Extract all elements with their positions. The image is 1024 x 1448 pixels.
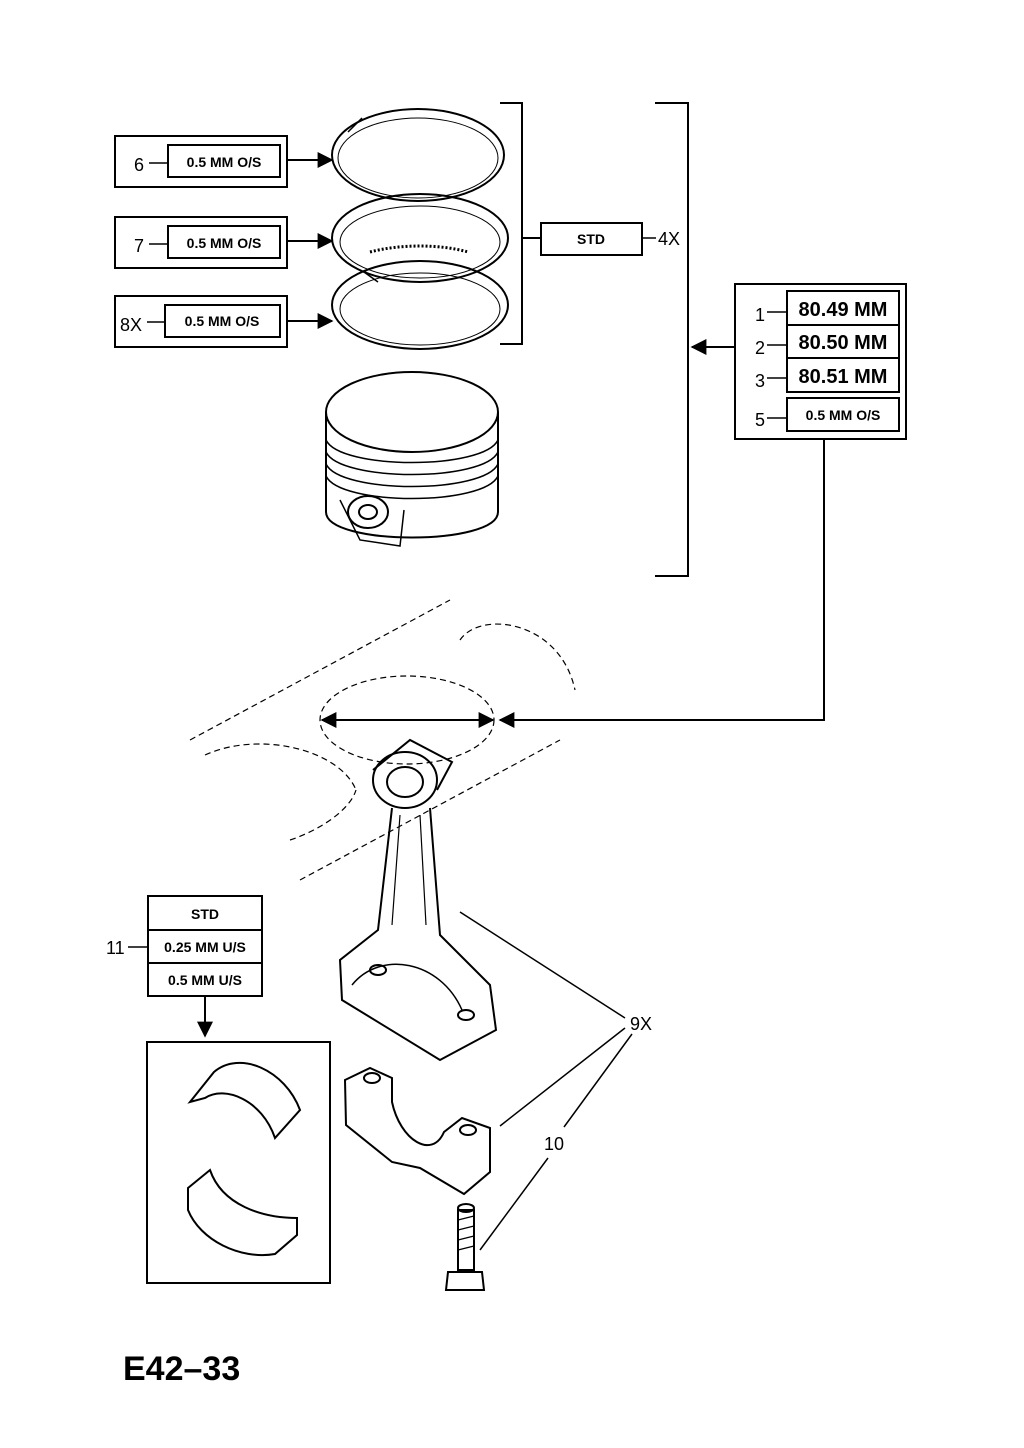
piston-size-spec-3: 80.51 MM bbox=[799, 366, 888, 388]
spec-label: 0.5 MM O/S bbox=[185, 313, 260, 329]
bearing-ref: 11 bbox=[106, 938, 125, 958]
ring-set-qty: 4X bbox=[658, 229, 680, 249]
diagram-code: E42–33 bbox=[123, 1350, 240, 1388]
piston-size-ref-3: 3 bbox=[755, 371, 765, 391]
bore-leader-line bbox=[498, 439, 825, 728]
piston-size-ref-5: 5 bbox=[755, 410, 765, 430]
piston-rings-illustration bbox=[331, 108, 509, 350]
bolt-ref: 10 bbox=[544, 1134, 564, 1154]
ring-callout-6: 6 0.5 MM O/S bbox=[114, 135, 334, 188]
piston-assembly-bracket bbox=[655, 102, 689, 577]
piston-size-ref-1: 1 bbox=[755, 305, 765, 325]
bearing-shells-panel bbox=[146, 1041, 331, 1284]
ring-callout-8x: 8X 0.5 MM O/S bbox=[114, 295, 334, 348]
bearing-cap-illustration bbox=[343, 1066, 491, 1196]
piston-illustration bbox=[325, 371, 499, 547]
bearing-spec-05: 0.5 MM U/S bbox=[168, 972, 242, 988]
ref-label: 8X bbox=[120, 315, 142, 335]
ref-label: 6 bbox=[134, 155, 144, 175]
piston-size-ref-2: 2 bbox=[755, 338, 765, 358]
spec-label: 0.5 MM O/S bbox=[187, 235, 262, 251]
bearing-spec-025: 0.25 MM U/S bbox=[164, 939, 246, 955]
connecting-rod-illustration bbox=[338, 738, 498, 1062]
ring-set-bracket bbox=[500, 102, 541, 345]
conrod-ref: 9X bbox=[630, 1014, 652, 1034]
ring-set-spec: STD bbox=[577, 231, 605, 247]
bearing-callout: STD 0.25 MM U/S 0.5 MM U/S 11 bbox=[106, 895, 263, 1038]
piston-size-spec-5: 0.5 MM O/S bbox=[806, 407, 881, 423]
piston-size-spec-2: 80.50 MM bbox=[799, 332, 888, 354]
bolt-leader bbox=[479, 1157, 549, 1251]
piston-size-callout: 1 80.49 MM 2 80.50 MM 3 80.51 MM 5 0.5 M… bbox=[734, 283, 907, 440]
cylinder-block-outline bbox=[189, 599, 576, 881]
ring-set-std-box: STD 4X bbox=[540, 222, 680, 256]
piston-size-spec-1: 80.49 MM bbox=[799, 299, 888, 321]
bearing-shells-illustration bbox=[187, 1062, 302, 1257]
bolt-illustration bbox=[444, 1203, 486, 1291]
conrod-leaders bbox=[459, 911, 633, 1128]
ring-callout-7: 7 0.5 MM O/S bbox=[114, 216, 334, 269]
ref-label: 7 bbox=[134, 236, 144, 256]
spec-label: 0.5 MM O/S bbox=[187, 154, 262, 170]
bearing-spec-std: STD bbox=[191, 906, 219, 922]
